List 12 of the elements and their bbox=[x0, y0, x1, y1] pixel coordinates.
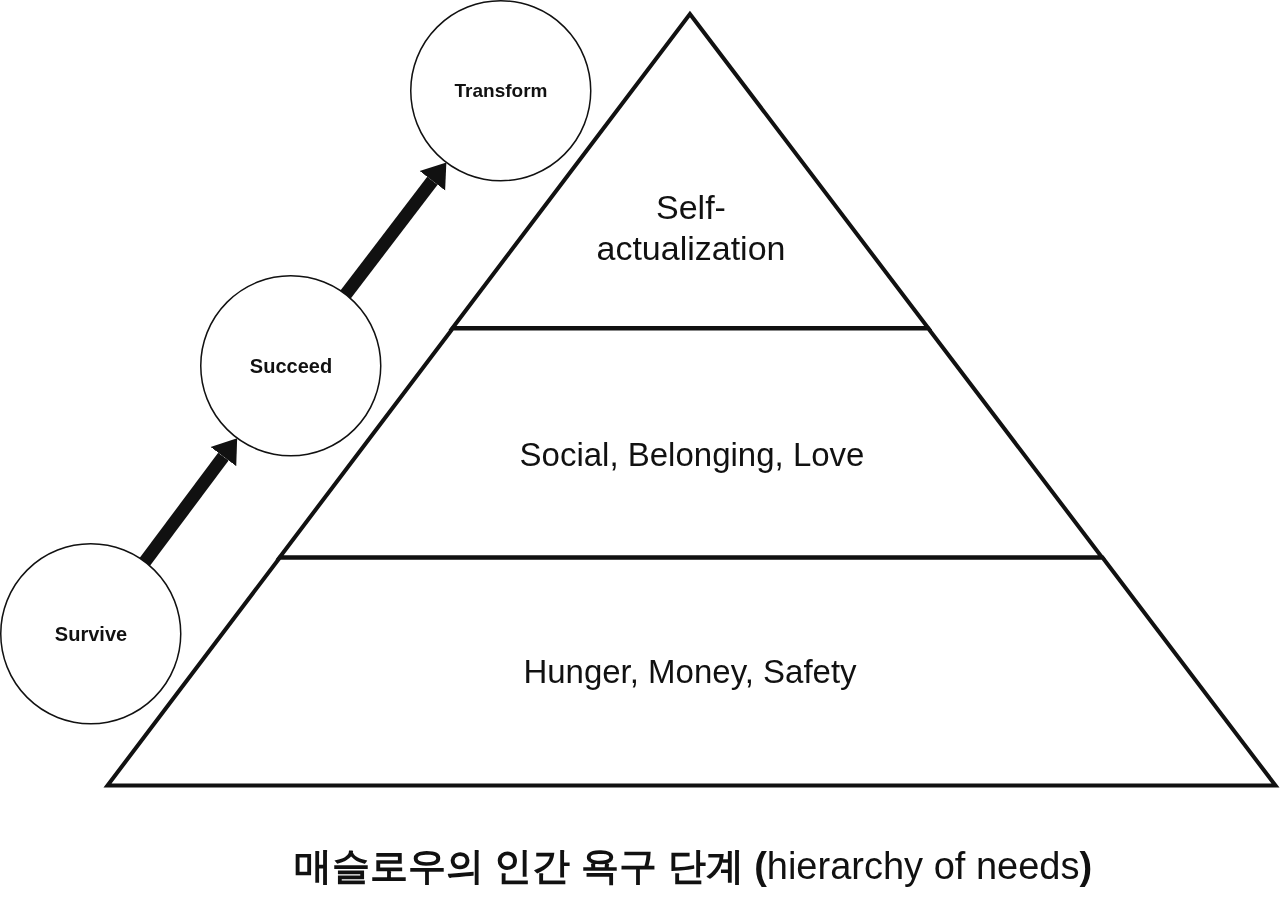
level-label: Social, Belonging, Love bbox=[519, 435, 865, 475]
level-label: Hunger, Money, Safety bbox=[523, 652, 857, 692]
arrow bbox=[340, 162, 447, 299]
arrow bbox=[139, 438, 238, 566]
stage-circle bbox=[410, 0, 592, 182]
stage-circle bbox=[200, 275, 382, 457]
level-label: Self-actualization bbox=[596, 187, 786, 269]
stage-label: Succeed bbox=[249, 354, 333, 378]
stage-label: Survive bbox=[54, 622, 128, 646]
stage-label: Transform bbox=[454, 79, 548, 103]
caption: 매슬로우의 인간 욕구 단계 (hierarchy of needs) bbox=[293, 843, 1093, 889]
stage-circle bbox=[0, 543, 182, 725]
